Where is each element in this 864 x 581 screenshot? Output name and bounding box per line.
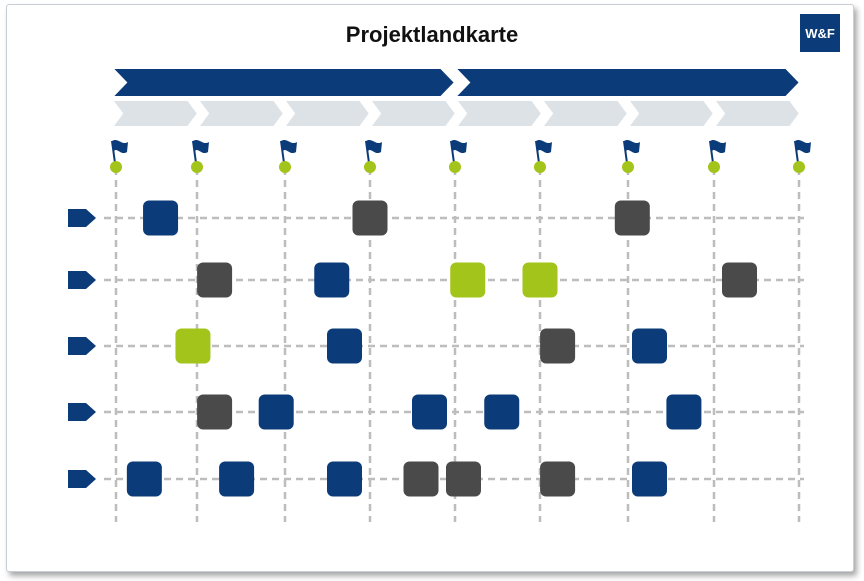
milestone-dot <box>793 161 805 173</box>
task-box-blue <box>666 394 702 430</box>
sub-phase-chevron <box>368 99 458 128</box>
flag-icon <box>624 139 640 154</box>
task-box-gray <box>722 262 757 298</box>
flag-pole <box>280 140 285 164</box>
flag-pole <box>111 140 116 164</box>
pentagon-arrow-icon <box>68 403 96 421</box>
milestone-dot <box>449 161 461 173</box>
milestone-dot <box>708 161 720 173</box>
flag-pole <box>535 140 540 164</box>
milestone-dot <box>622 161 634 173</box>
flag-icon <box>281 139 297 154</box>
task-box-blue <box>143 200 179 236</box>
task-box-blue <box>632 461 667 497</box>
sub-phase-chevron <box>282 99 372 128</box>
pentagon-arrow-icon <box>68 209 96 227</box>
milestone-dot <box>191 161 203 173</box>
task-box-blue <box>327 328 362 364</box>
task-box-gray <box>614 200 650 236</box>
task-box-blue <box>126 461 162 497</box>
task-box-gray <box>446 461 481 497</box>
task-box-blue <box>412 394 447 430</box>
task-box-green <box>522 262 558 298</box>
flag-icon <box>710 139 726 154</box>
flag-pole <box>365 140 370 164</box>
sub-phase-chevron <box>626 99 716 128</box>
task-box-gray <box>403 461 439 497</box>
sub-phase-chevron <box>454 99 544 128</box>
pentagon-arrow-icon <box>68 470 96 488</box>
flag-pole <box>794 140 799 164</box>
milestone-dot <box>110 161 122 173</box>
milestone-dot <box>364 161 376 173</box>
task-box-gray <box>540 461 576 497</box>
task-box-blue <box>314 262 350 298</box>
task-box-blue <box>219 461 255 497</box>
sub-phase-chevron <box>110 99 200 128</box>
pentagon-arrow-icon <box>68 271 96 289</box>
milestone-dot <box>534 161 546 173</box>
milestone-dot <box>279 161 291 173</box>
phase-chevron <box>452 67 802 98</box>
task-box-green <box>450 262 486 298</box>
wf-logo: W&F <box>800 14 840 52</box>
task-box-gray <box>197 394 233 430</box>
sub-phase-chevron <box>712 99 802 128</box>
task-box-gray <box>352 200 388 236</box>
task-box-green <box>175 328 211 364</box>
flag-icon <box>536 139 552 154</box>
flag-icon <box>795 139 811 154</box>
task-box-gray <box>197 262 233 298</box>
flag-icon <box>451 139 467 154</box>
flag-pole <box>450 140 455 164</box>
flag-pole <box>623 140 628 164</box>
task-box-blue <box>258 394 294 430</box>
flag-icon <box>193 139 209 154</box>
task-box-blue <box>327 461 362 497</box>
diagram-title: Projektlandkarte <box>345 22 519 47</box>
pentagon-arrow-icon <box>68 337 96 355</box>
flag-pole <box>192 140 197 164</box>
flag-icon <box>366 139 382 154</box>
sub-phase-chevron <box>540 99 630 128</box>
sub-phase-chevron <box>196 99 286 128</box>
flag-icon <box>112 139 128 154</box>
phase-chevron <box>109 67 457 98</box>
task-box-blue <box>632 328 667 364</box>
task-box-blue <box>484 394 520 430</box>
task-box-gray <box>540 328 576 364</box>
flag-pole <box>709 140 714 164</box>
